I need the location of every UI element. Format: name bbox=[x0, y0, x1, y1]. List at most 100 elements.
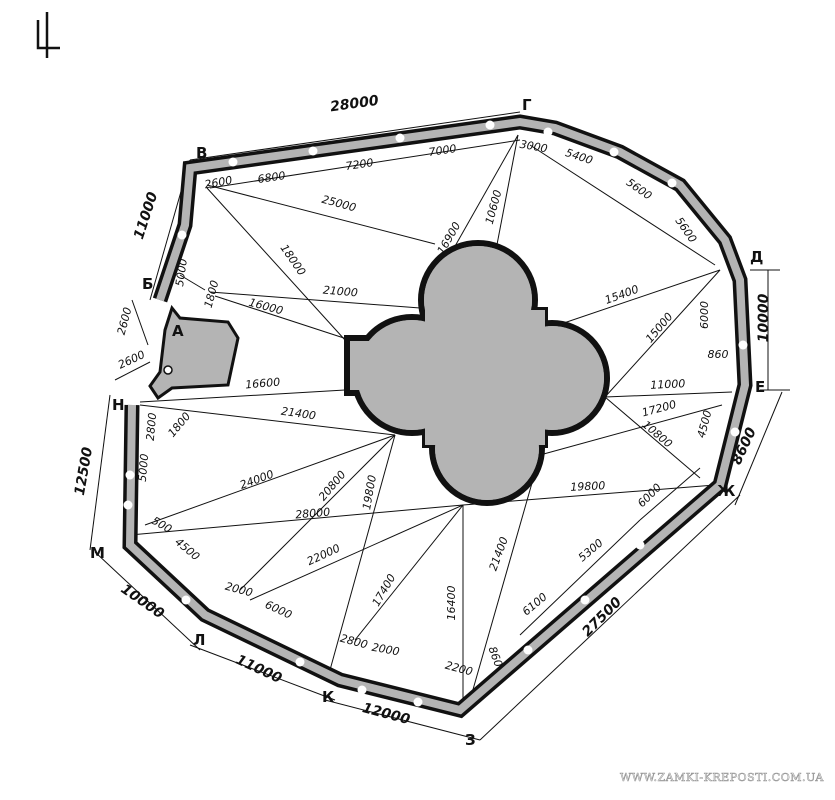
dimension-line bbox=[89, 394, 111, 551]
dimension-label: 2600 bbox=[116, 348, 147, 372]
corner-label: А bbox=[172, 322, 184, 340]
church-quatrefoil bbox=[344, 240, 610, 506]
dimension-line bbox=[189, 644, 336, 701]
corner-label: М bbox=[90, 544, 105, 562]
dimension-label: 3000 bbox=[519, 138, 549, 156]
dimension-line bbox=[131, 299, 149, 346]
wall-opening bbox=[123, 500, 133, 510]
dimension-label: 10000 bbox=[756, 293, 772, 342]
dimension-label: 10000 bbox=[118, 581, 167, 622]
dimension-label: 21400 bbox=[487, 535, 511, 572]
dimension-line bbox=[239, 434, 396, 591]
watermark: WWW.ZAMKI-KREPOSTI.COM.UA bbox=[620, 771, 824, 784]
dimension-label: 25000 bbox=[320, 193, 357, 215]
tower-a bbox=[148, 304, 240, 401]
dimension-label: 2800 bbox=[144, 412, 159, 441]
dimension-line bbox=[469, 454, 541, 701]
wall-opening bbox=[308, 146, 318, 156]
dimension-line bbox=[604, 396, 701, 479]
dimension-line bbox=[329, 434, 396, 671]
north-arrow-icon bbox=[36, 12, 60, 58]
dimension-line bbox=[479, 494, 741, 741]
dimension-label: 6000 bbox=[635, 481, 664, 510]
dimension-line bbox=[604, 269, 721, 398]
wall-opening bbox=[543, 127, 553, 137]
wall-opening bbox=[177, 230, 187, 240]
wall-opening bbox=[523, 645, 533, 655]
dimension-line bbox=[214, 295, 351, 341]
fortress-wall bbox=[122, 114, 753, 719]
dimension-label: 17400 bbox=[370, 572, 399, 609]
dimension-label: 28000 bbox=[295, 506, 331, 522]
corner-label: Д bbox=[750, 248, 763, 266]
dimension-line bbox=[519, 519, 641, 636]
dimension-label: 6800 bbox=[257, 169, 287, 186]
dimension-label: 12000 bbox=[360, 700, 411, 728]
dimension-label: 11000 bbox=[131, 190, 161, 242]
dimension-label: 2000 bbox=[224, 580, 254, 600]
dimension-label: 2000 bbox=[371, 641, 401, 659]
wall-opening bbox=[125, 470, 135, 480]
dimension-label: 21000 bbox=[322, 284, 358, 300]
dimension-label: 5300 bbox=[576, 536, 606, 564]
corner-label: Ж bbox=[717, 482, 736, 500]
dimension-label: 16600 bbox=[245, 376, 281, 392]
dimension-label: 860 bbox=[486, 645, 505, 669]
dimension-label: 19800 bbox=[360, 474, 379, 511]
dimension-label: 2800 bbox=[339, 632, 369, 652]
dimension-label: 6000 bbox=[263, 598, 294, 622]
wall-openings bbox=[123, 120, 748, 707]
dimension-line bbox=[144, 434, 396, 526]
dimension-label: 16000 bbox=[247, 296, 284, 318]
dimension-label: 860 bbox=[708, 348, 729, 361]
dimension-label: 18000 bbox=[278, 242, 309, 278]
dimension-line bbox=[94, 551, 201, 651]
dimension-label: 4500 bbox=[695, 409, 715, 439]
wall-opening bbox=[357, 685, 367, 695]
dimension-label: 1800 bbox=[165, 410, 193, 440]
dimension-line bbox=[354, 504, 464, 641]
dimension-label: 2600 bbox=[203, 174, 233, 192]
wall-opening bbox=[228, 157, 238, 167]
dimension-line bbox=[209, 291, 421, 309]
dimension-label: 5000 bbox=[173, 258, 190, 288]
dimension-label: 28000 bbox=[329, 93, 380, 116]
wall-opening bbox=[295, 657, 305, 667]
dimension-line bbox=[734, 391, 783, 506]
dimension-line bbox=[494, 134, 519, 256]
dimension-label: 22000 bbox=[305, 542, 342, 569]
wall-opening bbox=[667, 178, 677, 188]
dimension-line bbox=[139, 389, 346, 403]
dimension-line bbox=[639, 467, 701, 521]
dimension-label: 19800 bbox=[570, 479, 606, 494]
dimension-label: 5000 bbox=[136, 453, 151, 482]
wall-opening bbox=[580, 595, 590, 605]
corner-label: В bbox=[196, 144, 207, 162]
dimension-label: 11000 bbox=[650, 377, 686, 392]
dimension-line bbox=[539, 404, 723, 456]
dimension-label: 2200 bbox=[444, 659, 474, 679]
dimension-label: 4500 bbox=[172, 535, 202, 563]
dimension-line bbox=[604, 391, 733, 398]
dimension-line bbox=[529, 144, 716, 266]
dimension-line bbox=[554, 269, 721, 327]
dimension-label: 21400 bbox=[280, 405, 316, 423]
dimension-label: 12500 bbox=[72, 446, 96, 497]
dimension-line bbox=[129, 504, 464, 536]
wall-opening bbox=[635, 540, 645, 550]
dimension-label: 7200 bbox=[345, 156, 375, 173]
corner-label: Н bbox=[112, 396, 125, 414]
tower-well bbox=[163, 365, 173, 375]
wall-opening bbox=[181, 595, 191, 605]
dimension-label: 15000 bbox=[643, 310, 675, 345]
wall-opening bbox=[413, 697, 423, 707]
dimension-line bbox=[139, 404, 396, 436]
dimension-line bbox=[249, 504, 464, 601]
wall-opening bbox=[730, 427, 740, 437]
corner-label: Л bbox=[193, 631, 205, 649]
dimension-label: 5600 bbox=[624, 176, 654, 203]
dimension-label: 1800 bbox=[202, 279, 222, 309]
corner-label: Е bbox=[755, 378, 765, 396]
